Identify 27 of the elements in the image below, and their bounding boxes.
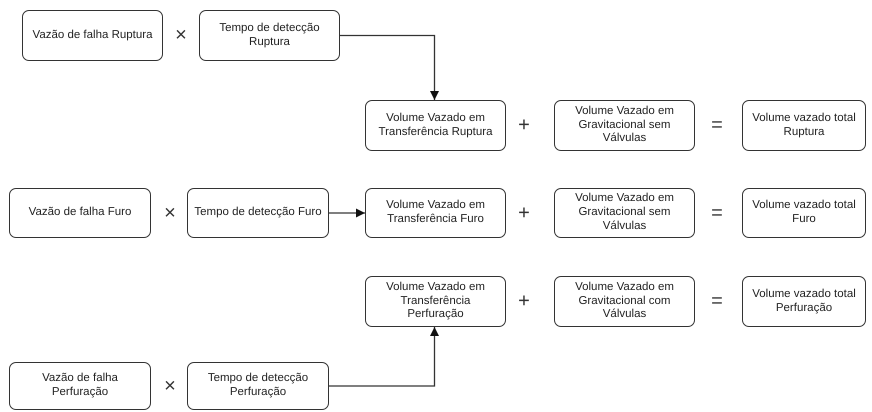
operator-sign: =	[710, 289, 724, 313]
arrow	[329, 208, 365, 218]
process-box: Volume Vazado em Transferência Ruptura	[365, 100, 506, 151]
process-box: Vazão de falha Perfuração	[9, 362, 151, 410]
operator-sign: =	[710, 113, 724, 137]
process-box: Volume Vazado em Transferência Perfuração	[365, 276, 506, 327]
process-box: Volume Vazado em Gravitacional sem Válvulas	[554, 100, 695, 151]
operator-sign: ×	[163, 374, 177, 398]
arrow	[340, 34, 440, 100]
process-box: Volume vazado total Perfuração	[742, 276, 866, 327]
process-box: Volume Vazado em Gravitacional sem Válvulas	[554, 188, 695, 238]
operator-sign: +	[517, 201, 531, 225]
process-box: Volume vazado total Ruptura	[742, 100, 866, 151]
operator-sign: +	[517, 113, 531, 137]
process-box: Volume Vazado em Gravitacional com Válvulas	[554, 276, 695, 327]
process-box: Tempo de detecção Furo	[187, 188, 329, 238]
process-box: Volume vazado total Furo	[742, 188, 866, 238]
operator-sign: +	[517, 289, 531, 313]
process-box: Vazão de falha Furo	[9, 188, 151, 238]
operator-sign: ×	[174, 23, 188, 47]
process-box: Tempo de detecção Ruptura	[199, 10, 340, 61]
operator-sign: =	[710, 201, 724, 225]
process-box: Volume Vazado em Transferência Furo	[365, 188, 506, 238]
process-box: Tempo de detecção Perfuração	[187, 362, 329, 410]
operator-sign: ×	[163, 201, 177, 225]
arrow	[329, 327, 440, 387]
process-box: Vazão de falha Ruptura	[22, 10, 163, 61]
